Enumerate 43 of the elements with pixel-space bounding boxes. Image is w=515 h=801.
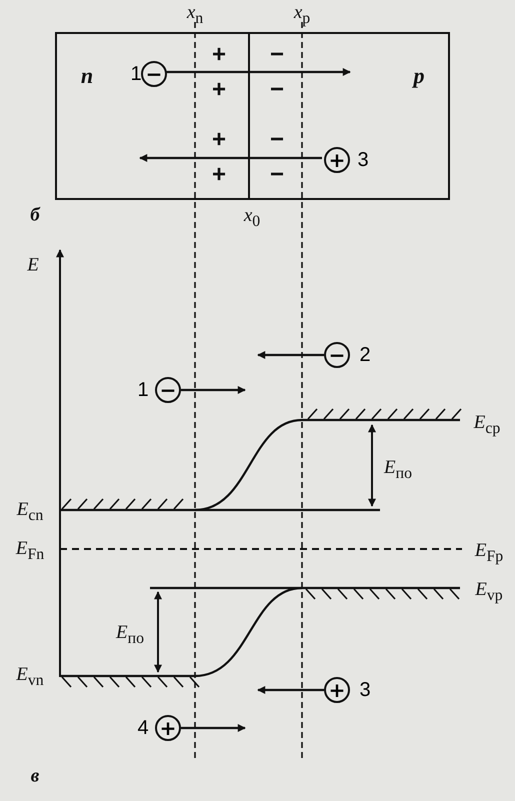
charge-carrier-circle: − <box>155 377 181 403</box>
charge-carrier-circle: − <box>324 342 350 368</box>
symbol-label: E$_{vp}$ <box>475 580 503 604</box>
charge-sign: − <box>270 78 284 102</box>
charge-carrier-circle: + <box>155 715 181 741</box>
symbol-label: E$_{cp}$ <box>474 413 500 437</box>
symbol-label: x$_{n}$ <box>186 3 204 27</box>
carrier-arrow <box>181 724 246 732</box>
carrier-number: 3 <box>357 150 369 170</box>
carrier-number: 4 <box>137 718 149 738</box>
symbol-label: E$_{по}$ <box>116 623 144 647</box>
panel-label: б <box>30 206 40 224</box>
carrier-number: 1 <box>137 380 149 400</box>
carrier-arrow <box>165 68 351 76</box>
carrier-arrow <box>257 686 324 694</box>
panel-label: в <box>30 766 40 786</box>
carrier-number: 2 <box>359 345 371 365</box>
carrier-arrow <box>257 351 324 359</box>
symbol-label: E$_{по}$ <box>384 458 412 482</box>
region-label: n <box>80 65 94 87</box>
charge-sign: + <box>212 163 226 187</box>
charge-carrier-circle: + <box>324 677 350 703</box>
carrier-number: 1 <box>130 64 142 84</box>
carrier-arrow <box>181 386 246 394</box>
charge-sign: + <box>212 43 226 67</box>
semiconductor-block <box>55 32 450 200</box>
charge-sign: − <box>270 43 284 67</box>
symbol-label: E$_{cn}$ <box>16 500 44 524</box>
symbol-label: E <box>27 256 39 274</box>
charge-carrier-circle: − <box>141 61 167 87</box>
symbol-label: E$_{Fn}$ <box>16 539 44 563</box>
charge-carrier-circle: + <box>324 147 350 173</box>
region-label: p <box>414 65 424 87</box>
symbol-label: x$_{0}$ <box>244 206 260 230</box>
charge-sign: + <box>212 128 226 152</box>
carrier-number: 3 <box>359 680 371 700</box>
charge-sign: − <box>270 163 284 187</box>
charge-sign: − <box>270 128 284 152</box>
carrier-arrow <box>139 154 322 162</box>
charge-sign: + <box>212 78 226 102</box>
symbol-label: E$_{vn}$ <box>16 665 44 689</box>
symbol-label: E$_{Fp}$ <box>474 541 504 565</box>
symbol-label: x$_{p}$ <box>294 3 310 27</box>
